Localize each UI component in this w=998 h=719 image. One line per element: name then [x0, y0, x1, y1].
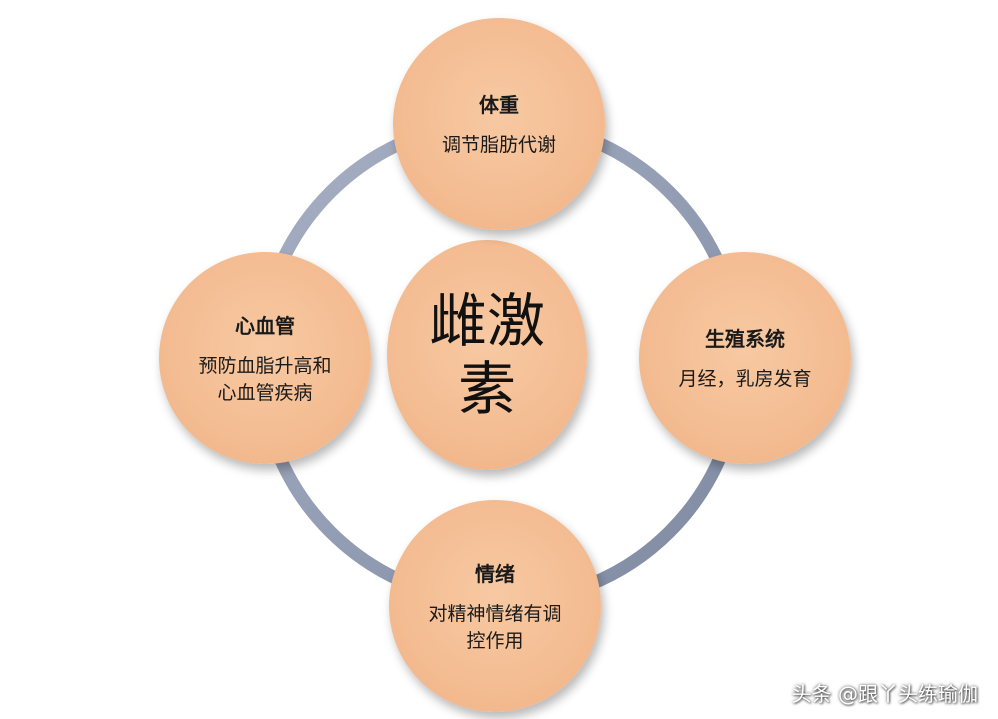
node-title: 情绪 — [475, 561, 515, 586]
node-cardiovascular: 心血管 预防血脂升高和心血管疾病 — [159, 252, 371, 464]
center-label: 雌激素 — [428, 287, 545, 423]
node-description: 对精神情绪有调控作用 — [428, 602, 562, 652]
node-emotion: 情绪 对精神情绪有调控作用 — [389, 500, 601, 712]
node-description: 预防血脂升高和心血管疾病 — [198, 354, 332, 404]
node-title: 生殖系统 — [705, 327, 785, 351]
watermark: 头条 @跟丫头练瑜伽 — [791, 682, 978, 706]
node-description: 调节脂肪代谢 — [441, 134, 556, 156]
center-node: 雌激素 — [387, 240, 587, 470]
node-title: 体重 — [479, 93, 519, 117]
node-description: 月经，乳房发育 — [678, 368, 812, 390]
node-weight: 体重 调节脂肪代谢 — [393, 18, 605, 230]
node-title: 心血管 — [235, 313, 295, 338]
node-reproductive-system: 生殖系统 月经，乳房发育 — [639, 252, 851, 464]
